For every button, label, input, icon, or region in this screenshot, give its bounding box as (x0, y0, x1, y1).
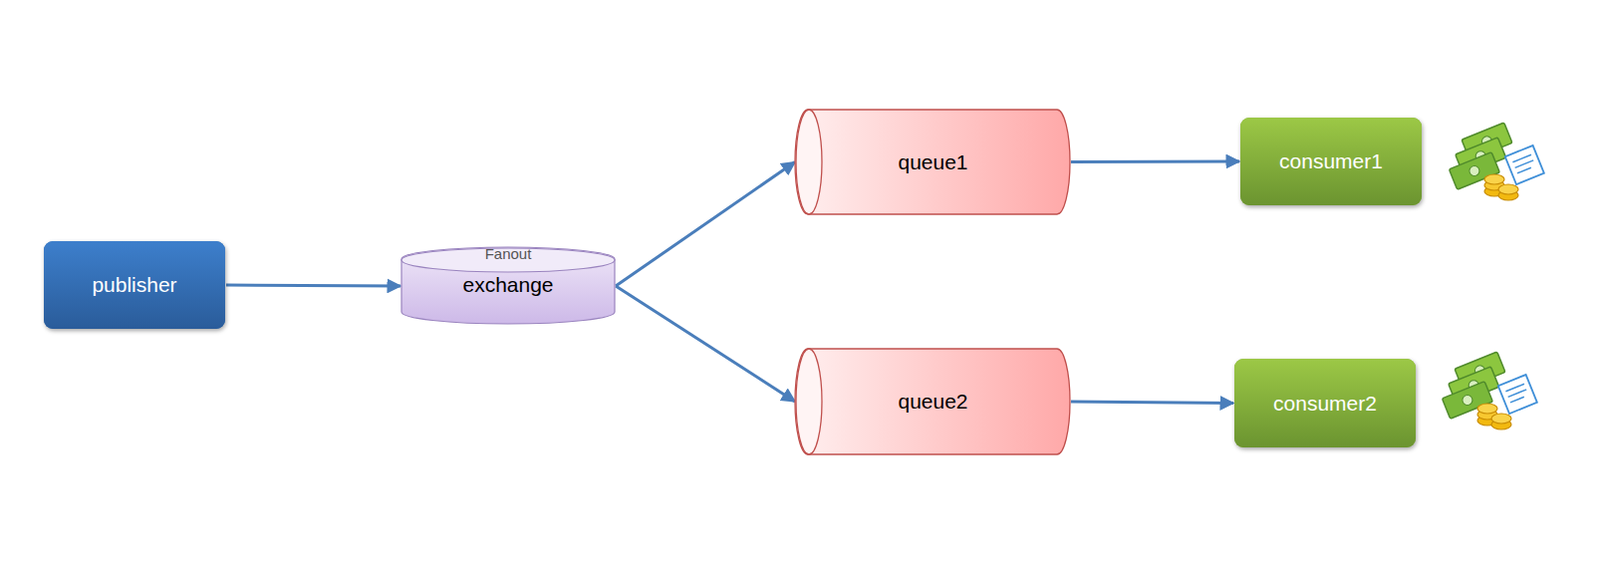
node-label: queue1 (897, 150, 968, 175)
flow-arrow (1070, 160, 1240, 165)
node-label: publisher (91, 272, 177, 297)
node-label: queue2 (897, 389, 968, 414)
queue-cylinder: queue2 (795, 347, 1071, 456)
exchange-type: Fanout (485, 244, 533, 265)
flow-arrow (1070, 401, 1234, 404)
exchange-cylinder: Fanout exchange (400, 247, 616, 325)
node-label: consumer2 (1273, 391, 1377, 416)
flow-arrow (226, 284, 401, 286)
publisher-box: publisher (42, 240, 227, 330)
consumer-box: consumer1 (1239, 116, 1423, 207)
consumer-box: consumer2 (1233, 357, 1417, 449)
node-label: consumer1 (1279, 149, 1383, 174)
money-icon (1441, 351, 1537, 430)
flow-arrow (615, 162, 796, 287)
money-icon (1448, 122, 1544, 201)
queue-cylinder: queue1 (795, 108, 1071, 216)
node-label: exchange (462, 271, 553, 298)
flow-arrow (615, 285, 796, 402)
